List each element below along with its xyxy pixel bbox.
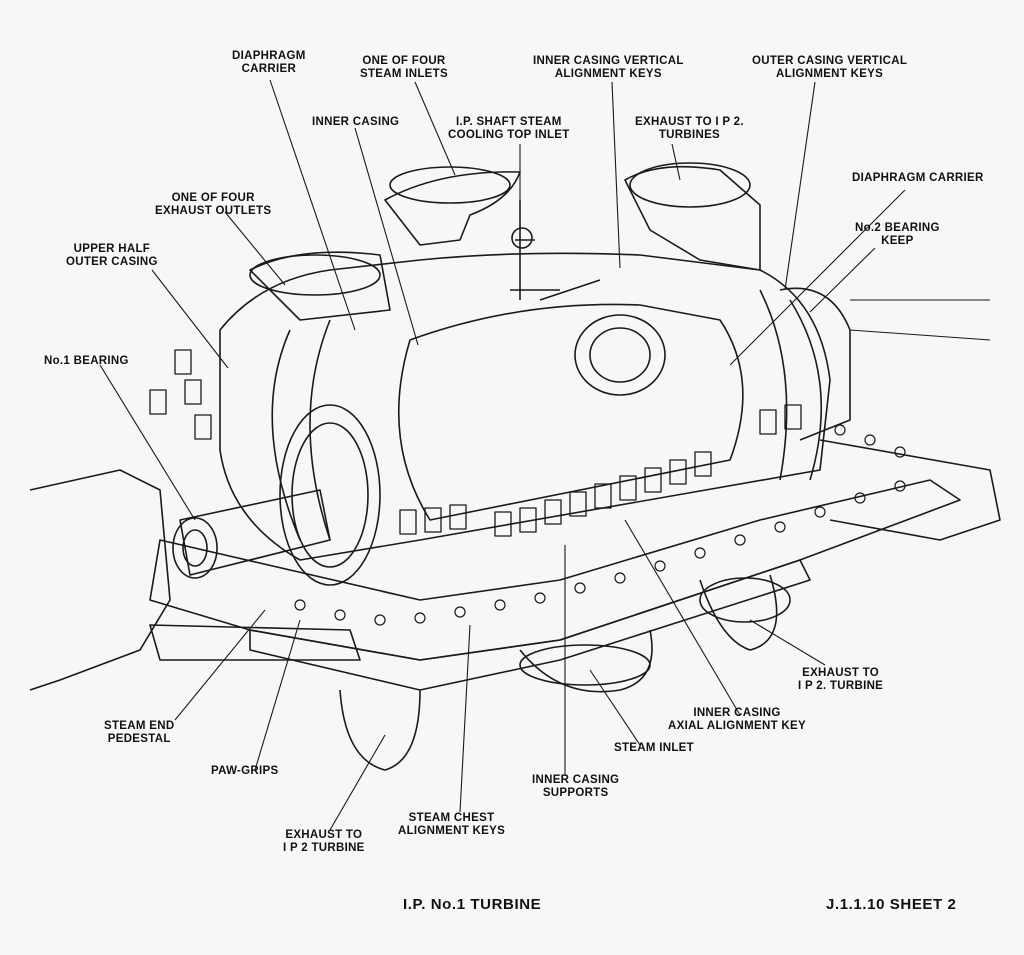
shaft (179, 489, 331, 576)
cooling-inlet (510, 200, 601, 301)
top-steam-inlet (384, 171, 521, 246)
shaft-end (172, 517, 218, 579)
diaphragm-carrier-right-label: DIAPHRAGM CARRIER (852, 172, 984, 184)
lower-flange (149, 479, 961, 661)
bearing-keep (779, 287, 851, 441)
turbine-drawing (29, 162, 1001, 771)
inner-casing-label: INNER CASING (312, 116, 400, 128)
top-exhaust (624, 165, 761, 271)
outer-casing (219, 252, 831, 561)
lower-steam-inlet (519, 629, 653, 693)
bolt-row (149, 349, 802, 537)
inner-casing (397, 303, 744, 521)
sheet-number: J.1.1.10 SHEET 2 (826, 896, 957, 913)
bedplate (29, 469, 171, 691)
lower-exhaust-right (699, 574, 778, 651)
exhaust-ip2-top-label: EXHAUST TO I P 2.TURBINES (635, 116, 744, 141)
flange-holes (294, 424, 906, 626)
steam-inlet-label: STEAM INLET (614, 742, 694, 754)
inner-casing-port (574, 314, 666, 396)
no1-bearing-label: No.1 BEARING (44, 355, 129, 367)
paw-grips-label: PAW-GRIPS (211, 765, 279, 777)
lower-exhaust-left (339, 689, 421, 771)
rotor-blades (279, 404, 381, 586)
diagram-title: I.P. No.1 TURBINE (403, 896, 542, 913)
left-exhaust (249, 251, 391, 321)
leader-lines (99, 79, 906, 831)
